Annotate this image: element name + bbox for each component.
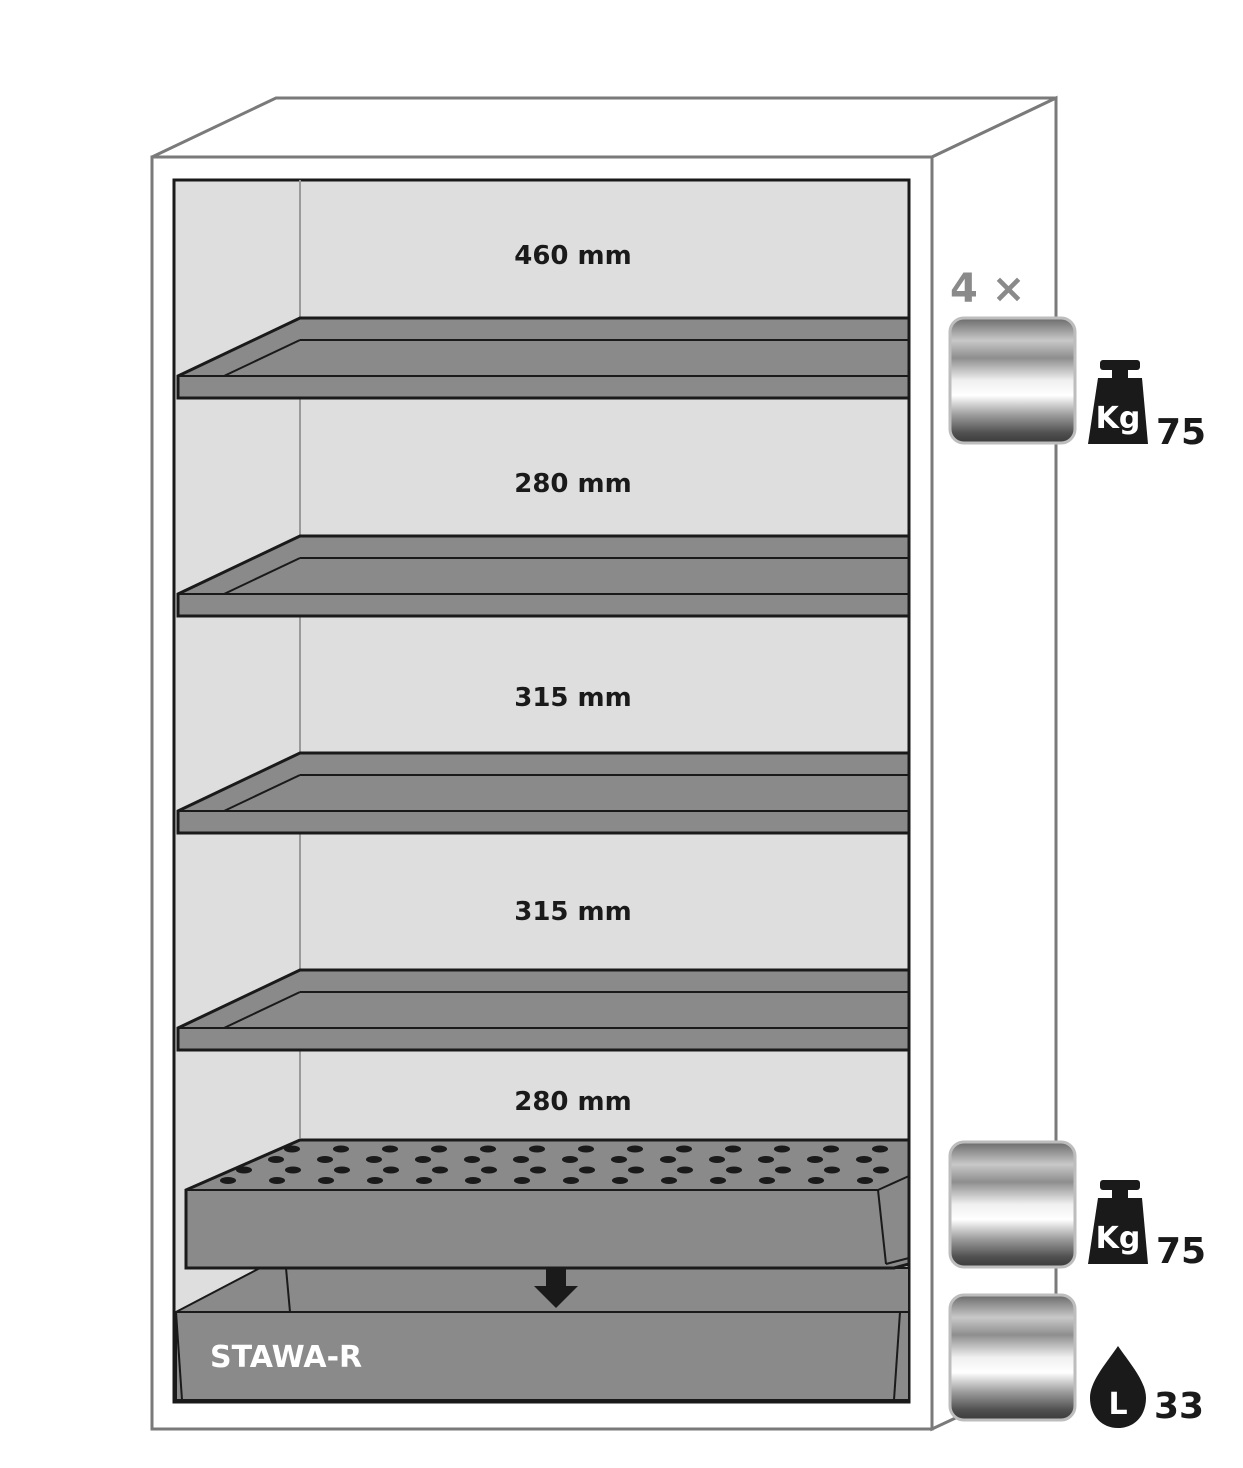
shelf-2	[176, 534, 911, 618]
insert-hole	[611, 1156, 627, 1163]
insert-hole	[857, 1177, 873, 1184]
insert-hole	[464, 1156, 480, 1163]
compartment-1-height: 460 mm	[514, 241, 632, 271]
insert-hole	[480, 1145, 496, 1153]
insert-hole	[269, 1177, 285, 1184]
insert-hole	[432, 1166, 448, 1174]
insert-hole	[236, 1166, 252, 1174]
insert-hole	[759, 1177, 775, 1184]
insert-holes	[220, 1145, 889, 1184]
insert-hole	[873, 1166, 889, 1174]
insert-tile	[948, 1140, 1077, 1269]
insert-hole	[317, 1156, 333, 1163]
insert-hole	[578, 1145, 594, 1153]
insert-hole	[514, 1177, 530, 1184]
insert-hole	[382, 1145, 398, 1153]
insert-hole	[872, 1145, 888, 1153]
insert-hole	[676, 1145, 692, 1153]
insert-hole	[856, 1156, 872, 1163]
insert-hole	[530, 1166, 546, 1174]
insert-hole	[612, 1177, 628, 1184]
shelf-1	[176, 316, 911, 400]
insert-hole	[220, 1177, 236, 1184]
weight-icon: Kg	[1088, 1180, 1148, 1264]
down-arrow-icon	[534, 1268, 578, 1308]
insert-hole	[334, 1166, 350, 1174]
perforated-insert	[184, 1138, 911, 1270]
insert-hole	[562, 1156, 578, 1163]
insert-hole	[366, 1156, 382, 1163]
compartment-5-height: 280 mm	[514, 1087, 632, 1117]
insert-hole	[579, 1166, 595, 1174]
insert-load-value: 75	[1156, 1231, 1206, 1272]
shelf-4	[176, 968, 911, 1052]
insert-hole	[416, 1177, 432, 1184]
insert-hole	[807, 1156, 823, 1163]
insert-hole	[628, 1166, 644, 1174]
compartment-4-height: 315 mm	[514, 897, 632, 927]
insert-hole	[677, 1166, 693, 1174]
insert-hole	[774, 1145, 790, 1153]
insert-hole	[627, 1145, 643, 1153]
compartment-2-height: 280 mm	[514, 469, 632, 499]
insert-hole	[710, 1177, 726, 1184]
shelf-load-value: 75	[1156, 412, 1206, 453]
insert-hole	[775, 1166, 791, 1174]
insert-hole	[725, 1145, 741, 1153]
svg-text:Kg: Kg	[1096, 401, 1141, 436]
sump-tile	[948, 1293, 1077, 1422]
insert-hole	[824, 1166, 840, 1174]
insert-hole	[513, 1156, 529, 1163]
insert-hole	[367, 1177, 383, 1184]
insert-hole	[383, 1166, 399, 1174]
svg-text:L: L	[1108, 1387, 1127, 1422]
insert-hole	[318, 1177, 334, 1184]
insert-hole	[563, 1177, 579, 1184]
insert-hole	[333, 1145, 349, 1153]
cabinet-top-face	[151, 96, 1057, 159]
insert-hole	[758, 1156, 774, 1163]
insert-hole	[481, 1166, 497, 1174]
insert-hole	[284, 1145, 300, 1153]
sump-volume-value: 33	[1154, 1386, 1204, 1427]
sump-label: STAWA-R	[210, 1340, 362, 1375]
bottom-sump	[175, 1267, 910, 1401]
insert-hole	[808, 1177, 824, 1184]
insert-hole	[709, 1156, 725, 1163]
insert-hole	[660, 1156, 676, 1163]
weight-icon: Kg	[1088, 360, 1148, 444]
svg-text:Kg: Kg	[1096, 1221, 1141, 1256]
insert-hole	[726, 1166, 742, 1174]
insert-hole	[529, 1145, 545, 1153]
shelf-tile	[948, 316, 1077, 445]
drop-icon: L	[1090, 1346, 1146, 1428]
shelf-3	[176, 751, 911, 835]
shelf-count: 4 ×	[950, 266, 1025, 312]
insert-hole	[823, 1145, 839, 1153]
insert-hole	[268, 1156, 284, 1163]
insert-hole	[465, 1177, 481, 1184]
insert-hole	[661, 1177, 677, 1184]
insert-hole	[431, 1145, 447, 1153]
compartment-3-height: 315 mm	[514, 683, 632, 713]
insert-hole	[415, 1156, 431, 1163]
insert-hole	[285, 1166, 301, 1174]
